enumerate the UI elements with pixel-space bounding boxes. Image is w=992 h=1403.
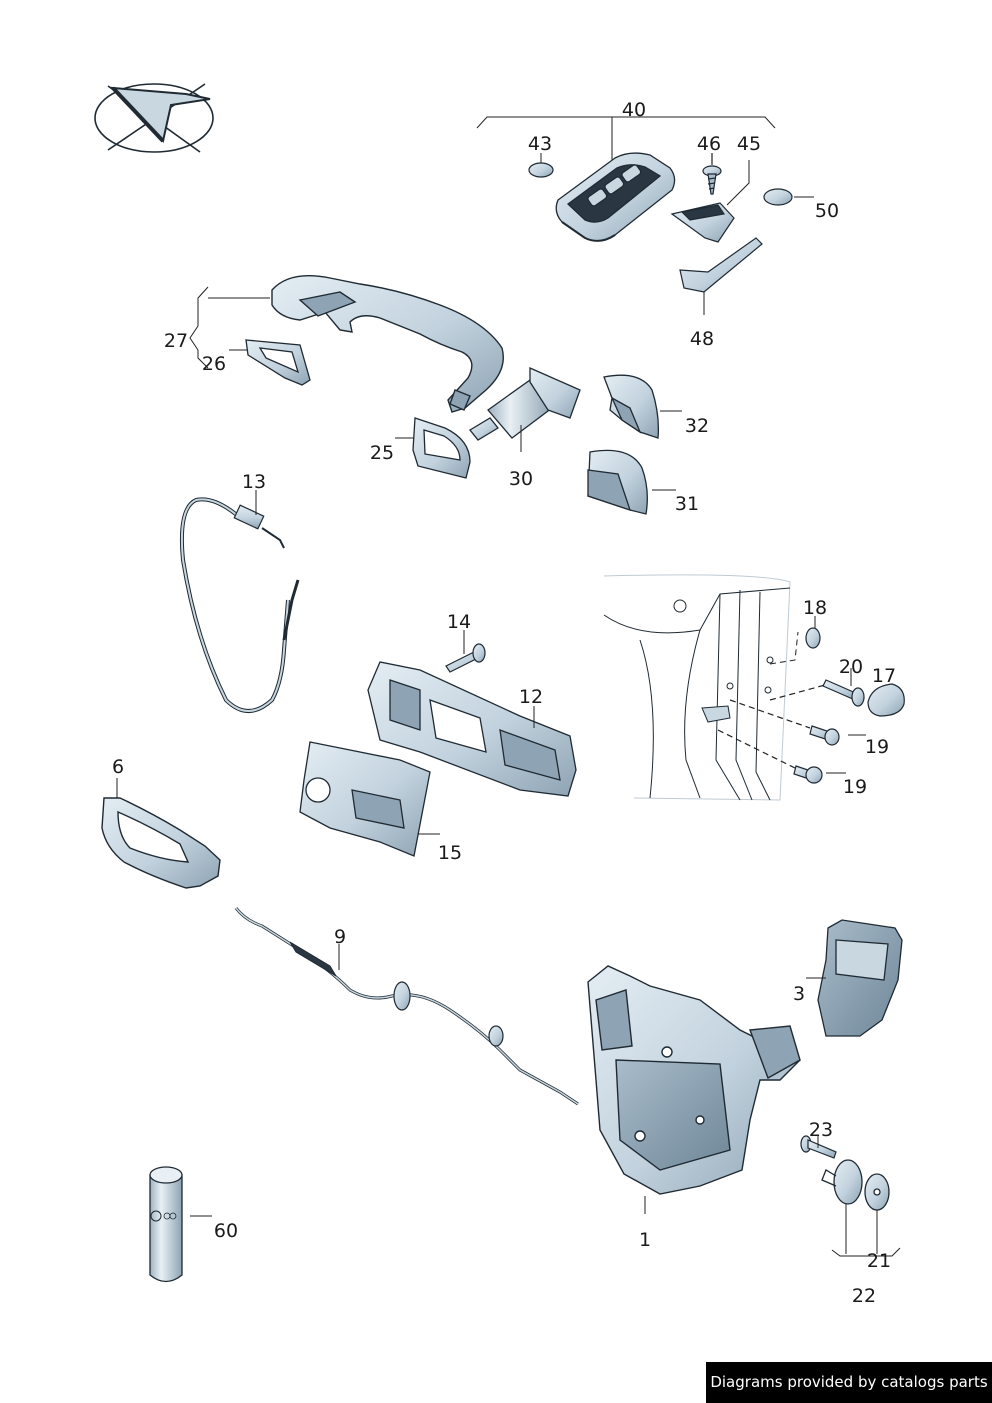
part-25-gasket bbox=[395, 417, 471, 479]
part-31-cap bbox=[587, 449, 676, 515]
part-15-cover-plate bbox=[299, 741, 440, 857]
part-9-interior-cable bbox=[234, 907, 579, 1106]
part-50-battery bbox=[763, 188, 814, 206]
label-19-upper: 19 bbox=[864, 736, 890, 758]
part-30-lock-cylinder bbox=[469, 367, 581, 452]
part-18-plug bbox=[769, 616, 821, 665]
label-27: 27 bbox=[163, 330, 189, 352]
part-22-retainer bbox=[821, 1159, 863, 1254]
group-22-bracket bbox=[831, 1247, 901, 1257]
label-1: 1 bbox=[638, 1229, 652, 1251]
label-14: 14 bbox=[446, 611, 472, 633]
label-3: 3 bbox=[792, 983, 806, 1005]
label-31: 31 bbox=[674, 493, 700, 515]
part-48-key-blade bbox=[679, 237, 763, 315]
footer-text: Diagrams provided by catalogs parts bbox=[710, 1373, 988, 1391]
label-45: 45 bbox=[736, 133, 762, 155]
group-27-bracket bbox=[189, 286, 270, 369]
part-19-bolt-lower bbox=[717, 729, 846, 784]
label-32: 32 bbox=[684, 415, 710, 437]
label-60: 60 bbox=[213, 1220, 239, 1242]
label-17: 17 bbox=[871, 665, 897, 687]
part-21-disc bbox=[864, 1173, 890, 1254]
label-9: 9 bbox=[333, 926, 347, 948]
label-15: 15 bbox=[437, 842, 463, 864]
label-50: 50 bbox=[814, 200, 840, 222]
part-12-handle-carrier bbox=[367, 661, 577, 797]
part-13-release-cable bbox=[179, 490, 300, 713]
label-6: 6 bbox=[111, 756, 125, 778]
key-group-bracket bbox=[476, 116, 776, 163]
part-19-bolt-upper bbox=[729, 699, 866, 746]
part-1-door-lock bbox=[587, 965, 801, 1214]
part-14-bolt bbox=[445, 630, 486, 673]
label-22: 22 bbox=[851, 1285, 877, 1307]
part-26-seal bbox=[245, 339, 311, 386]
door-frame-panel bbox=[603, 574, 791, 801]
part-20-bolt bbox=[769, 668, 865, 707]
orientation-logo bbox=[94, 83, 214, 153]
label-48: 48 bbox=[689, 328, 715, 350]
label-18: 18 bbox=[802, 597, 828, 619]
label-40: 40 bbox=[621, 99, 647, 121]
part-32-cap bbox=[603, 374, 682, 439]
label-30: 30 bbox=[508, 468, 534, 490]
footer-banner: Diagrams provided by catalogs parts bbox=[706, 1362, 992, 1403]
part-40-remote-key bbox=[555, 152, 676, 242]
label-26: 26 bbox=[201, 353, 227, 375]
label-25: 25 bbox=[369, 442, 395, 464]
part-43-cap bbox=[528, 153, 554, 178]
part-60-grease-tube bbox=[149, 1166, 212, 1283]
part-exterior-handle bbox=[271, 275, 504, 413]
part-17-cap bbox=[867, 683, 905, 717]
part-46-screw bbox=[702, 153, 722, 195]
label-12: 12 bbox=[518, 686, 544, 708]
part-6-interior-handle bbox=[101, 778, 221, 889]
part-23-screw bbox=[800, 1135, 837, 1159]
label-20: 20 bbox=[838, 656, 864, 678]
label-46: 46 bbox=[696, 133, 722, 155]
label-19-lower: 19 bbox=[842, 776, 868, 798]
label-23: 23 bbox=[808, 1119, 834, 1141]
label-43: 43 bbox=[527, 133, 553, 155]
label-13: 13 bbox=[241, 471, 267, 493]
label-21: 21 bbox=[866, 1250, 892, 1272]
part-3-bracket bbox=[806, 919, 903, 1037]
part-45-key-cover bbox=[670, 160, 750, 243]
